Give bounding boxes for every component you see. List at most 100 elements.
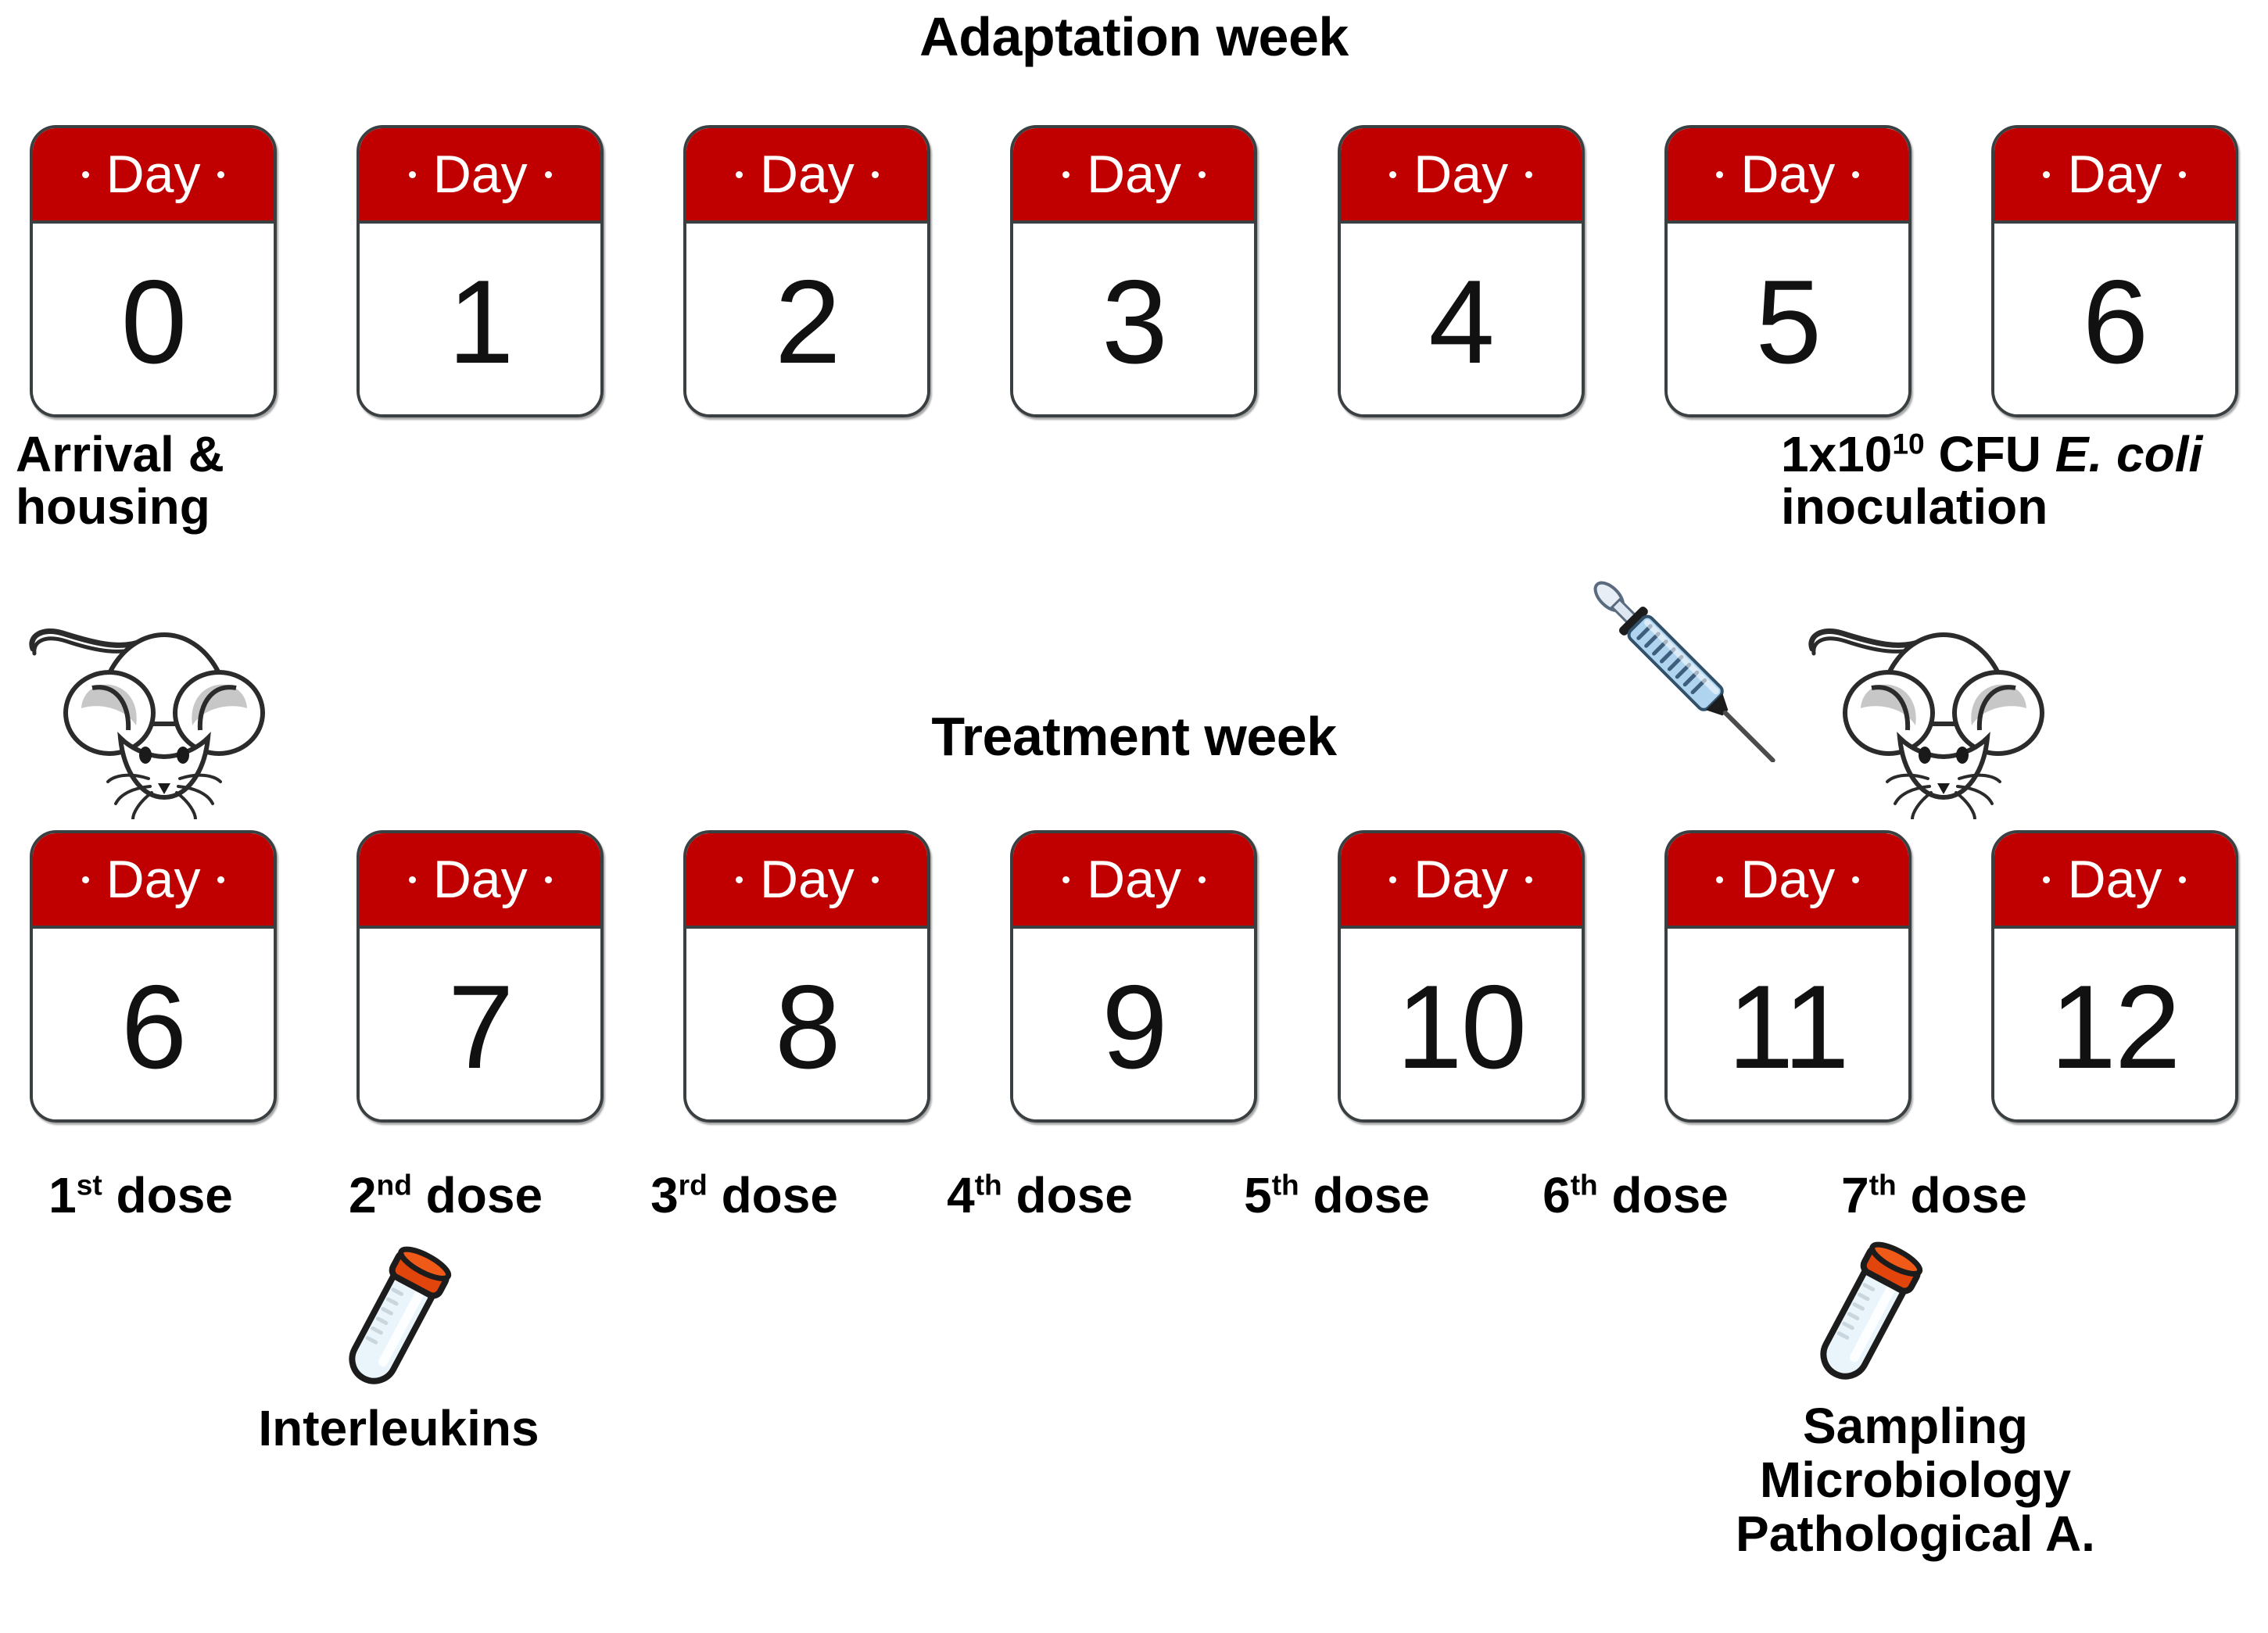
dose-label-4: 4th dose [907, 1166, 1173, 1224]
sampling-line-3: Pathological A. [1736, 1506, 2095, 1563]
day-word-label: Day [106, 145, 201, 204]
dot-icon [1198, 876, 1206, 883]
dose-ordinal-number: 3 [650, 1167, 679, 1223]
dot-icon [871, 170, 879, 178]
calendar-day-6-treatment[interactable]: Day 6 [30, 830, 277, 1123]
caption-arrival-housing: Arrival & housing [16, 428, 344, 532]
day-word-label: Day [1740, 145, 1836, 204]
calendar-header: Day [1667, 833, 1908, 929]
inoculation-exponent: 10 [1892, 427, 1925, 460]
calendar-day-7[interactable]: Day 7 [357, 830, 604, 1123]
calendar-day-6[interactable]: Day 6 [1990, 125, 2238, 417]
dot-icon [81, 876, 89, 883]
dose-ordinal-suffix: th [1570, 1168, 1598, 1201]
dot-icon [2043, 170, 2051, 178]
calendar-body: 9 [1013, 929, 1255, 1119]
calendar-header: Day [1013, 833, 1255, 929]
calendar-header: Day [1013, 128, 1255, 224]
dot-icon [1389, 876, 1397, 883]
dot-icon [1525, 876, 1533, 883]
sampling-line-2: Microbiology [1759, 1452, 2072, 1509]
calendar-day-number: 11 [1727, 961, 1850, 1094]
calendar-header: Day [360, 833, 601, 929]
calendar-day-3[interactable]: Day 3 [1010, 125, 1258, 417]
treatment-week-title: Treatment week [931, 706, 1337, 767]
dose-text: dose [102, 1167, 233, 1223]
inoculation-mid: CFU [1924, 426, 2055, 482]
calendar-day-1[interactable]: Day 1 [357, 125, 604, 417]
mouse-icon [1790, 593, 2072, 823]
dose-text: dose [1597, 1167, 1729, 1223]
calendar-body: 12 [1994, 929, 2235, 1119]
day-word-label: Day [432, 145, 528, 204]
inoculation-prefix: 1x10 [1781, 426, 1893, 482]
calendar-day-10[interactable]: Day 10 [1337, 830, 1585, 1123]
calendar-header: Day [33, 128, 274, 224]
calendar-day-5[interactable]: Day 5 [1664, 125, 1911, 417]
caption-sampling-block: Sampling Microbiology Pathological A. [1642, 1398, 2189, 1563]
dose-ordinal-suffix: th [1271, 1168, 1299, 1201]
calendar-day-number: 9 [1102, 961, 1168, 1094]
calendar-day-2[interactable]: Day 2 [683, 125, 931, 417]
dose-label-3: 3rd dose [611, 1166, 877, 1224]
dot-icon [217, 170, 225, 178]
dot-icon [1062, 876, 1070, 883]
caption-interleukins: Interleukins [258, 1400, 539, 1456]
dot-icon [735, 876, 743, 883]
calendar-day-4[interactable]: Day 4 [1337, 125, 1585, 417]
calendar-body: 6 [1994, 224, 2235, 414]
calendar-day-number: 4 [1428, 256, 1495, 389]
calendar-day-11[interactable]: Day 11 [1664, 830, 1911, 1123]
dose-ordinal-suffix: rd [678, 1168, 708, 1201]
calendar-day-0[interactable]: Day 0 [30, 125, 277, 417]
calendar-day-number: 12 [2050, 961, 2180, 1094]
syringe-icon [1568, 559, 1794, 766]
calendar-day-number: 5 [1755, 256, 1822, 389]
dose-label-5: 5th dose [1204, 1166, 1470, 1224]
day-word-label: Day [1087, 850, 1181, 909]
arrival-line-1: Arrival & [16, 426, 224, 482]
dot-icon [544, 876, 552, 883]
calendar-body: 10 [1340, 929, 1582, 1119]
calendar-header: Day [686, 833, 928, 929]
treatment-week-calendar-row: Day 6 Day 7 Day 8 [0, 830, 2268, 1143]
day-word-label: Day [2067, 850, 2162, 909]
dot-icon [1525, 170, 1533, 178]
dose-label-2: 2nd dose [313, 1166, 579, 1224]
calendar-header: Day [686, 128, 928, 224]
day-word-label: Day [759, 850, 855, 909]
calendar-day-12[interactable]: Day 12 [1990, 830, 2238, 1123]
dot-icon [1716, 170, 1724, 178]
dose-text: dose [1299, 1167, 1430, 1223]
day-word-label: Day [759, 145, 855, 204]
dose-label-6: 6th dose [1503, 1166, 1768, 1224]
calendar-day-8[interactable]: Day 8 [683, 830, 931, 1123]
dot-icon [1198, 170, 1206, 178]
calendar-body: 1 [360, 224, 601, 414]
dot-icon [2179, 170, 2187, 178]
dose-ordinal-number: 2 [348, 1167, 377, 1223]
calendar-header: Day [1340, 128, 1582, 224]
adaptation-week-title: Adaptation week [919, 6, 1349, 67]
calendar-day-number: 6 [2082, 256, 2149, 389]
dot-icon [408, 876, 416, 883]
day-word-label: Day [432, 850, 528, 909]
dose-ordinal-number: 7 [1841, 1167, 1869, 1223]
calendar-day-number: 2 [775, 256, 841, 389]
calendar-header: Day [33, 833, 274, 929]
calendar-body: 3 [1013, 224, 1255, 414]
dose-ordinal-suffix: nd [376, 1168, 412, 1201]
dose-text: dose [1896, 1167, 2027, 1223]
dose-ordinal-number: 6 [1542, 1167, 1571, 1223]
dot-icon [871, 876, 879, 883]
dose-ordinal-suffix: th [974, 1168, 1002, 1201]
calendar-day-9[interactable]: Day 9 [1010, 830, 1258, 1123]
calendar-body: 2 [686, 224, 928, 414]
mouse-icon [11, 593, 292, 823]
calendar-header: Day [360, 128, 601, 224]
calendar-header: Day [1667, 128, 1908, 224]
calendar-day-number: 6 [120, 961, 188, 1094]
dose-label-1: 1st dose [8, 1166, 274, 1224]
calendar-body: 6 [33, 929, 274, 1119]
calendar-day-number: 3 [1102, 256, 1168, 389]
